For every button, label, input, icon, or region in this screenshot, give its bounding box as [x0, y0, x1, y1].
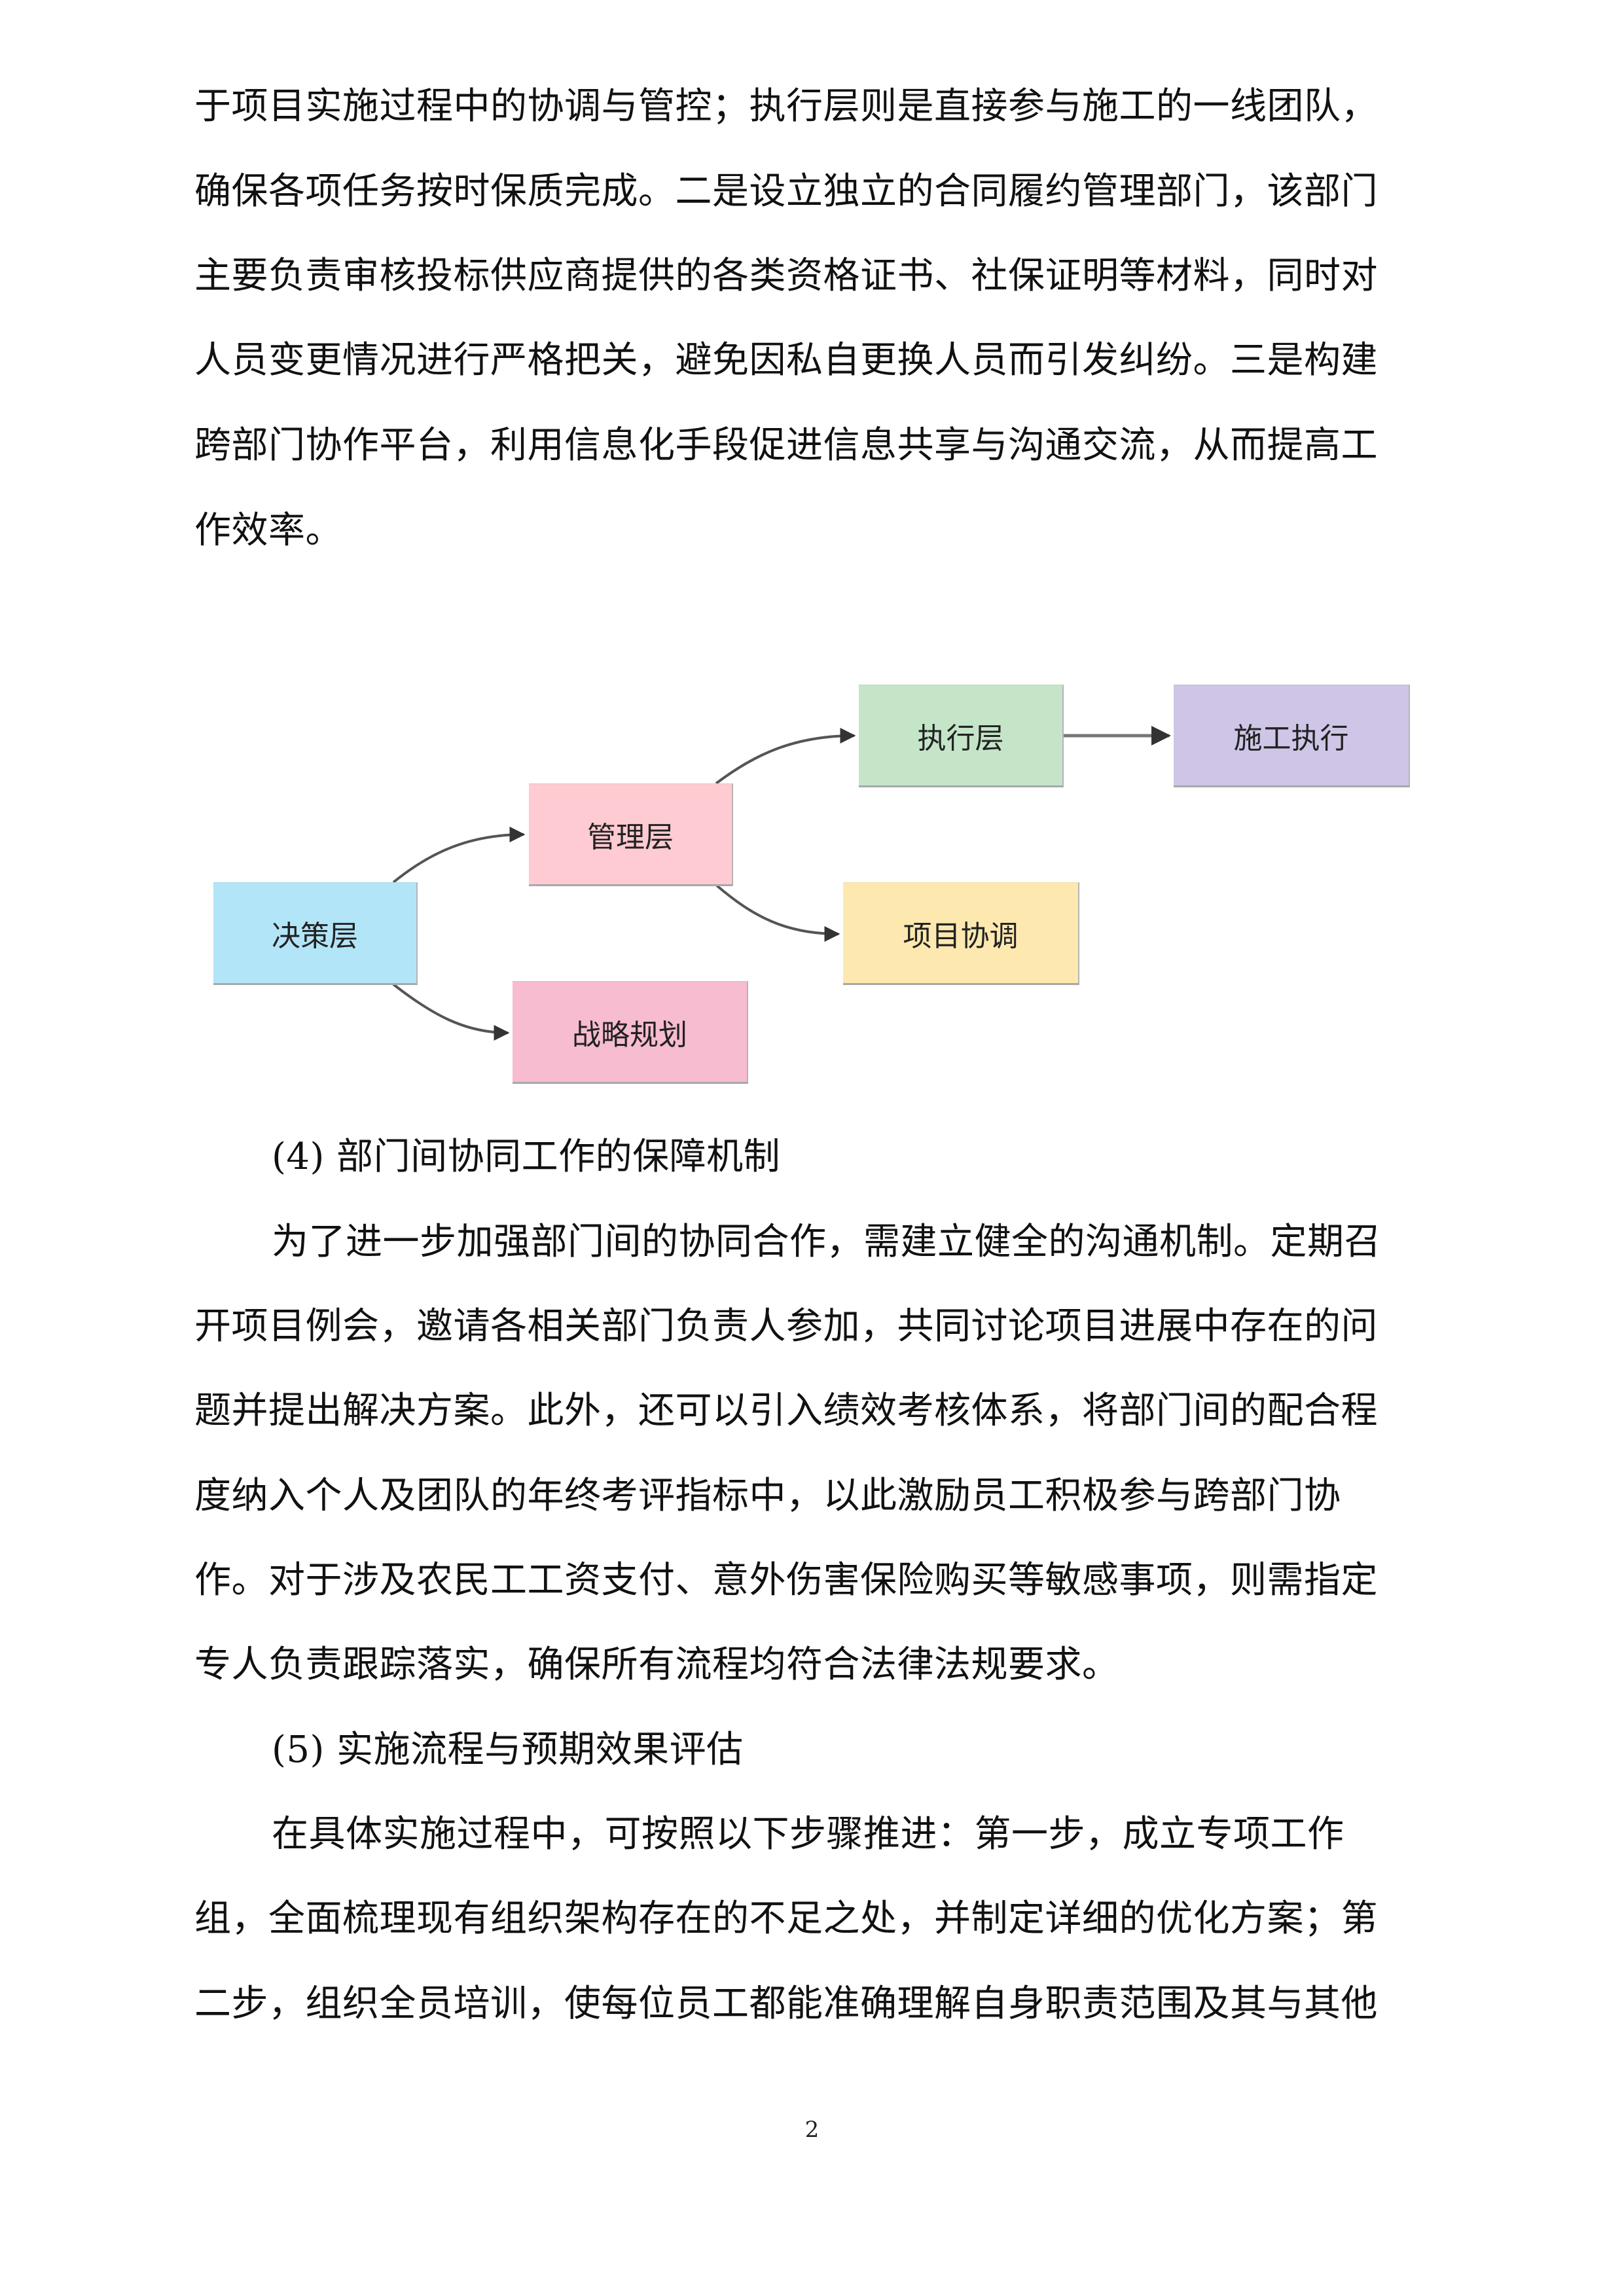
page-number: 2	[804, 2117, 820, 2143]
node-management-layer: 管理层	[529, 783, 733, 886]
paragraph-line: 人员变更情况进行严格把关，避免因私自更换人员而引发纠纷。三是构建	[194, 339, 1378, 382]
node-strategic-planning: 战略规划	[513, 981, 748, 1084]
paragraph-line: 主要负责审核投标供应商提供的各类资格证书、社保证明等材料，同时对	[194, 255, 1378, 297]
paragraph-line: 开项目例会，邀请各相关部门负责人参加，共同讨论项目进展中存在的问	[194, 1305, 1378, 1348]
paragraph-line: 二步，组织全员培训，使每位员工都能准确理解自身职责范围及其与其他	[194, 1982, 1378, 2025]
paragraph-line: 组，全面梳理现有组织架构存在的不足之处，并制定详细的优化方案；第	[194, 1897, 1378, 1940]
paragraph-line: 于项目实施过程中的协调与管控；执行层则是直接参与施工的一线团队，	[194, 85, 1378, 128]
node-decision-layer: 决策层	[213, 882, 418, 985]
section-heading: (5) 实施流程与预期效果评估	[272, 1729, 744, 1771]
paragraph-line: 度纳入个人及团队的年终考评指标中，以此激励员工积极参与跨部门协	[194, 1475, 1341, 1517]
paragraph-line: 确保各项任务按时保质完成。二是设立独立的合同履约管理部门，该部门	[194, 170, 1378, 213]
paragraph-line: 作。对于涉及农民工工资支付、意外伤害保险购买等敏感事项，则需指定	[194, 1559, 1378, 1602]
node-label: 战略规划	[572, 1018, 687, 1052]
paragraph-line: 在具体实施过程中，可按照以下步骤推进：第一步，成立专项工作	[272, 1813, 1344, 1856]
paragraph-line: 专人负责跟踪落实，确保所有流程均符合法律法规要求。	[194, 1643, 1119, 1686]
section-heading: (4) 部门间协同工作的保障机制	[272, 1136, 781, 1178]
node-label: 决策层	[272, 919, 358, 953]
node-project-coordination: 项目协调	[843, 882, 1079, 985]
paragraph-line: 跨部门协作平台，利用信息化手段促进信息共享与沟通交流，从而提高工	[194, 424, 1378, 467]
paragraph-line: 为了进一步加强部门间的协同合作，需建立健全的沟通机制。定期召	[272, 1221, 1381, 1263]
connector-management-coordination	[715, 884, 840, 942]
paragraph-line: 作效率。	[194, 509, 342, 552]
paragraph-line: 题并提出解决方案。此外，还可以引入绩效考核体系，将部门间的配合程	[194, 1390, 1378, 1432]
node-construction-execution: 施工执行	[1174, 685, 1410, 787]
node-execution-layer: 执行层	[859, 685, 1064, 787]
node-label: 项目协调	[903, 919, 1019, 953]
connector-management-execution	[715, 728, 856, 785]
node-label: 执行层	[917, 721, 1004, 755]
node-label: 管理层	[587, 820, 674, 854]
connector-decision-strategy	[392, 983, 510, 1041]
connector-decision-management	[392, 827, 526, 884]
node-label: 施工执行	[1233, 721, 1349, 755]
